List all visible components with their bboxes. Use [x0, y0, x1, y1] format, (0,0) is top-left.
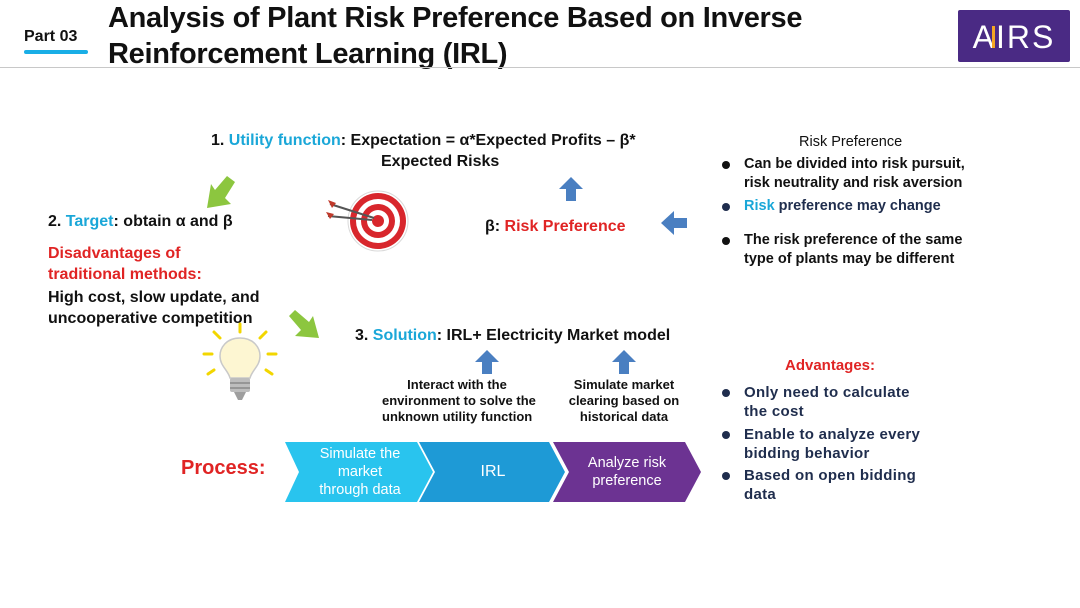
process-step-3-line1: Analyze risk — [587, 455, 667, 471]
airs-logo-mark: AIRS — [973, 19, 1056, 55]
solution-label: Solution — [372, 327, 437, 344]
disadvantages-text: High cost, slow update, and uncooperativ… — [48, 287, 260, 329]
risk-bullet-1: Can be divided into risk pursuit, risk n… — [722, 155, 965, 193]
advantage-3-line2: data — [744, 486, 777, 503]
solution-text: : IRL+ Electricity Market model — [436, 327, 671, 344]
header-divider — [0, 67, 1080, 68]
bullet-dot — [722, 472, 730, 480]
risk-bullet-3: The risk preference of the same type of … — [722, 231, 962, 269]
logo-accent — [992, 26, 995, 48]
process-step-2-shape — [419, 442, 565, 502]
target-line: 2. Target: obtain α and β — [48, 211, 233, 232]
bullet-dot — [722, 161, 730, 169]
disadvantages-line2: uncooperative competition — [48, 310, 253, 327]
process-step-3-label: Analyze risk preference — [572, 442, 682, 502]
disadvantages-line1: High cost, slow update, and — [48, 289, 260, 306]
risk-bullet-3-line2: type of plants may be different — [744, 251, 955, 267]
risk-bullet-2-word3: may change — [856, 198, 941, 214]
utility-function-line2: Expected Risks — [381, 153, 500, 170]
disadvantages-title: Disadvantages of traditional methods: — [48, 243, 202, 285]
process-step-1-line3: through data — [319, 482, 401, 498]
arrow-icon-blue-left — [661, 211, 687, 235]
advantage-1: Only need to calculate the cost — [722, 383, 910, 421]
process-step-2-label: IRL — [480, 463, 506, 480]
process-step-1-label: Simulate the market through data — [305, 442, 415, 502]
interact-line2: environment to solve the — [382, 393, 536, 408]
process-chevrons — [285, 442, 701, 502]
advantages-title: Advantages: — [785, 357, 876, 374]
interact-line3: unknown utility function — [382, 409, 533, 424]
process-step-3-line2: preference — [592, 473, 662, 489]
target-text: : obtain α and β — [113, 213, 233, 230]
beta-prefix: β: — [485, 218, 505, 235]
bullet-dot — [722, 237, 730, 245]
simulate-line1: Simulate market — [573, 377, 675, 392]
advantage-1-line1: Only need to calculate — [744, 384, 910, 401]
risk-bullet-1-line2: risk neutrality and risk aversion — [744, 175, 963, 191]
risk-bullet-2: Risk preference may change — [722, 197, 941, 216]
arrow-icon-green-down-left — [207, 176, 235, 208]
logo-text: AIRS — [973, 19, 1056, 55]
advantage-3: Based on open bidding data — [722, 466, 916, 504]
arrow-icon-green-down-right — [289, 310, 319, 338]
risk-bullet-1-line1: Can be divided into risk pursuit, — [744, 156, 965, 172]
target-icon — [326, 190, 409, 252]
beta-risk-preference: β: Risk Preference — [485, 216, 626, 237]
page-title: Analysis of Plant Risk Preference Based … — [108, 0, 802, 72]
process-step-1-shape — [285, 442, 433, 502]
title-line-1: Analysis of Plant Risk Preference Based … — [108, 2, 803, 34]
utility-formula: : Expectation = α*Expected Profits – β* — [340, 132, 636, 149]
part-underline — [24, 50, 88, 54]
simulate-caption: Simulate market clearing based on histor… — [562, 377, 686, 425]
advantage-2-line2: bidding behavior — [744, 445, 870, 462]
bullet-dot — [722, 389, 730, 397]
target-number: 2. — [48, 213, 62, 230]
utility-label: Utility function — [228, 132, 341, 149]
bullet-dot — [722, 203, 730, 211]
arrow-icon-blue-up-interact — [475, 350, 499, 374]
solution-line: 3. Solution: IRL+ Electricity Market mod… — [355, 325, 670, 346]
risk-bullet-3-line1: The risk preference of the same — [744, 232, 963, 248]
advantage-2-line1: Enable to analyze every — [744, 426, 921, 443]
process-step-1-line2: market — [337, 464, 383, 480]
risk-preference-title: Risk Preference — [799, 134, 903, 150]
part-label: Part 03 — [24, 28, 78, 45]
arrow-icon-blue-up-simulate — [612, 350, 636, 374]
target-label: Target — [65, 213, 114, 230]
bullet-dot — [722, 431, 730, 439]
simulate-line3: historical data — [579, 409, 669, 424]
solution-number: 3. — [355, 327, 369, 344]
lightbulb-icon — [202, 322, 278, 400]
disadvantages-title-line2: traditional methods: — [48, 266, 202, 283]
interact-line1: Interact with the — [407, 377, 507, 392]
interact-caption: Interact with the environment to solve t… — [382, 377, 536, 425]
title-line-2: Reinforcement Learning (IRL) — [108, 38, 508, 70]
process-label: Process: — [181, 457, 266, 479]
process-step-1-line1: Simulate the — [319, 446, 401, 462]
advantage-1-line2: the cost — [744, 403, 804, 420]
advantage-2: Enable to analyze every bidding behavior — [722, 425, 920, 463]
advantage-3-line1: Based on open bidding — [744, 467, 917, 484]
risk-bullet-2-word1: Risk — [744, 198, 775, 214]
utility-number: 1. — [211, 132, 225, 149]
process-step-3-shape — [553, 442, 701, 502]
beta-label: Risk Preference — [504, 218, 626, 235]
utility-function-line1: 1. Utility function: Expectation = α*Exp… — [211, 130, 636, 151]
airs-logo: AIRS — [958, 10, 1070, 62]
simulate-line2: clearing based on — [568, 393, 680, 408]
disadvantages-title-line1: Disadvantages of — [48, 245, 181, 262]
arrow-icon-blue-up — [559, 177, 583, 201]
risk-bullet-2-word2: preference — [774, 198, 857, 214]
